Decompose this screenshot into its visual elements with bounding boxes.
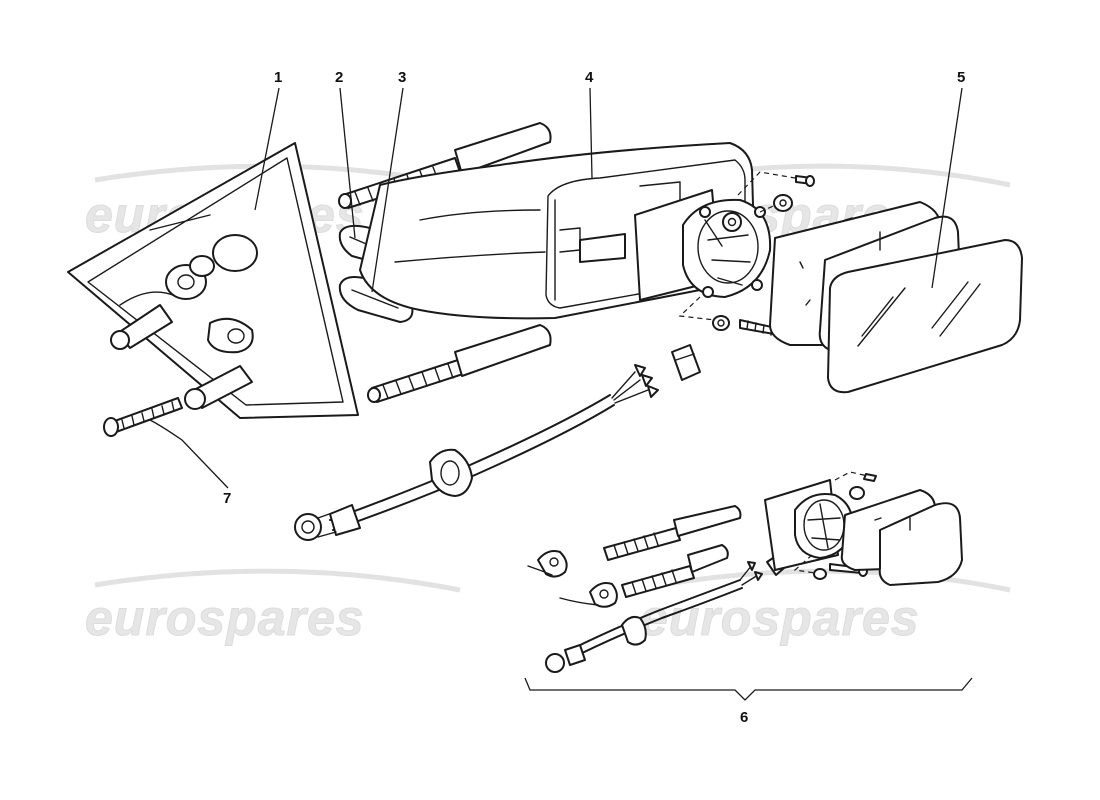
- callout-6: 6: [740, 709, 748, 726]
- gasket-icon[interactable]: [338, 275, 414, 323]
- callout-1: 1: [274, 69, 282, 86]
- watermark-text: eurospares: [640, 590, 920, 646]
- washer-icon[interactable]: [712, 315, 730, 331]
- wiring-harness-icon[interactable]: [294, 364, 659, 541]
- washer-icon[interactable]: [773, 194, 793, 212]
- stud-bolt-icon[interactable]: [367, 324, 552, 403]
- connector-plug-icon[interactable]: [671, 344, 701, 381]
- leader-lines: [149, 87, 963, 489]
- mirror-glass-icon[interactable]: [827, 239, 1023, 394]
- mirror-base-icon[interactable]: [67, 142, 359, 419]
- callout-2: 2: [335, 69, 343, 86]
- repair-kit-icon[interactable]: [527, 471, 963, 673]
- kit-bracket: [524, 677, 973, 701]
- callout-3: 3: [398, 69, 406, 86]
- callout-7: 7: [223, 490, 231, 507]
- callout-5: 5: [957, 69, 965, 86]
- adjustment-motor-icon[interactable]: [634, 189, 772, 301]
- screw-icon[interactable]: [103, 397, 183, 437]
- watermark-text: eurospares: [85, 590, 365, 646]
- callout-4: 4: [585, 69, 594, 86]
- screw-icon[interactable]: [795, 175, 815, 187]
